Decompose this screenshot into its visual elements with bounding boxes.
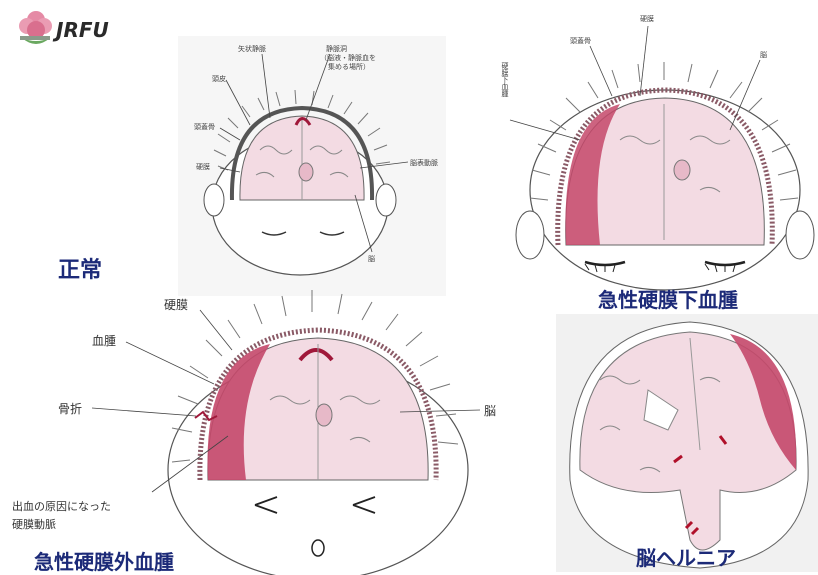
herniation-title: 脳ヘルニア <box>636 542 736 571</box>
